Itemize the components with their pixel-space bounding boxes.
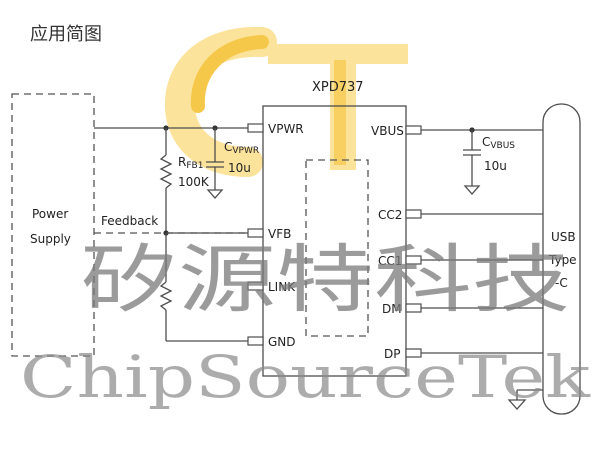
usb-label-line1: USB — [551, 230, 576, 244]
pin-label-cc2: CC2 — [378, 208, 402, 222]
ic-internal-dashed-box — [305, 159, 369, 337]
pin-gnd — [247, 336, 264, 346]
pin-label-vfb: VFB — [268, 227, 291, 241]
pin-vfb — [247, 228, 264, 238]
pin-link — [247, 281, 264, 291]
page-title: 应用简图 — [30, 24, 102, 45]
pin-label-vpwr: VPWR — [268, 122, 304, 136]
usb-label-line3: -C — [555, 276, 568, 290]
ic-name: XPD737 — [312, 80, 364, 95]
cap-vpwr-name-sub: VPWR — [232, 146, 259, 156]
ground-icon — [463, 185, 481, 195]
resistor-lower — [159, 281, 173, 311]
resistor-rfb1 — [159, 154, 173, 189]
usb-type-c-connector — [542, 103, 581, 415]
pin-label-dm: DM — [382, 302, 402, 316]
logo-t-stem-accent — [334, 60, 346, 165]
power-supply-label-line2: Supply — [30, 232, 71, 246]
pin-label-cc1: CC1 — [378, 254, 402, 268]
logo-t-bar — [268, 44, 408, 64]
power-supply-label-line1: Power — [32, 207, 68, 221]
pin-vpwr — [247, 123, 264, 133]
logo-arc-accent — [190, 35, 269, 113]
resistor-value: 100K — [178, 175, 210, 189]
ground-icon — [206, 189, 224, 199]
power-supply-box — [11, 93, 95, 357]
right-pins: VBUS CC2 CC1 DM DP — [371, 124, 422, 361]
left-pins: VPWR VFB LINK GND — [247, 122, 304, 349]
cap-vpwr-value: 10u — [228, 161, 251, 175]
pin-label-link: LINK — [268, 280, 296, 294]
ic-body — [262, 105, 407, 377]
cap-vbus-name-main: C — [482, 135, 490, 149]
watermark-english: ChipSourceTek — [20, 343, 591, 411]
watermark-chinese: 矽源特科技 — [80, 237, 570, 323]
resistor-name: RFB1 — [178, 155, 203, 171]
pin-vbus — [405, 125, 422, 135]
pin-label-vbus: VBUS — [371, 124, 404, 138]
cap-vbus-value: 10u — [484, 159, 507, 173]
feedback-label: Feedback — [101, 214, 158, 228]
cap-vpwr-name: CVPWR — [224, 140, 259, 156]
cap-vpwr-name-main: C — [224, 140, 232, 154]
pin-label-gnd: GND — [268, 335, 296, 349]
cap-vbus-name-sub: VBUS — [490, 141, 515, 151]
resistor-name-sub: FB1 — [186, 161, 203, 171]
pin-label-dp: DP — [384, 347, 400, 361]
cap-vbus-name: CVBUS — [482, 135, 515, 151]
pin-cc2 — [405, 209, 422, 219]
usb-label-line2: Type — [548, 253, 577, 267]
resistor-name-main: R — [178, 155, 186, 169]
